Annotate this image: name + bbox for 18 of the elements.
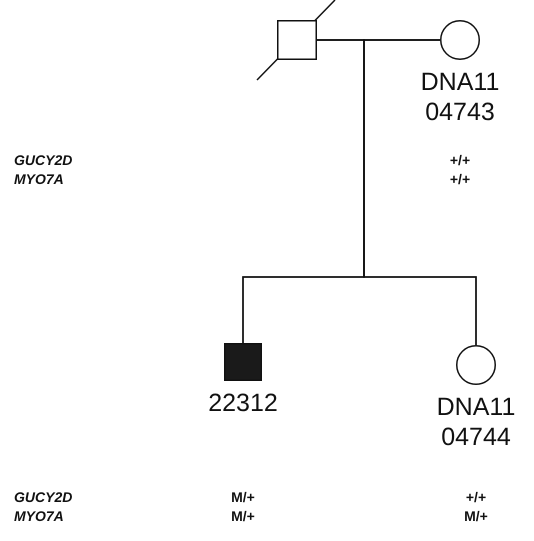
genotype-label: +/+ xyxy=(448,170,472,188)
female-circle xyxy=(440,20,480,60)
gene-name: GUCY2D xyxy=(14,151,72,169)
pedigree-line xyxy=(363,39,477,345)
gene-name: MYO7A xyxy=(14,170,64,188)
individual-id: DNA11 04743 xyxy=(420,67,500,127)
individual-id: DNA11 04744 xyxy=(436,392,516,452)
genotype-label: M/+ xyxy=(230,507,256,525)
female-circle xyxy=(456,345,496,385)
genotype-label: M/+ xyxy=(463,507,489,525)
individual-id: 22312 xyxy=(207,388,279,418)
genotype-label: +/+ xyxy=(464,488,488,506)
gene-name: GUCY2D xyxy=(14,488,72,506)
genotype-label: +/+ xyxy=(448,151,472,169)
male-square xyxy=(277,20,317,60)
genotype-label: M/+ xyxy=(230,488,256,506)
affected-male-square xyxy=(224,343,262,381)
gene-name: MYO7A xyxy=(14,507,64,525)
